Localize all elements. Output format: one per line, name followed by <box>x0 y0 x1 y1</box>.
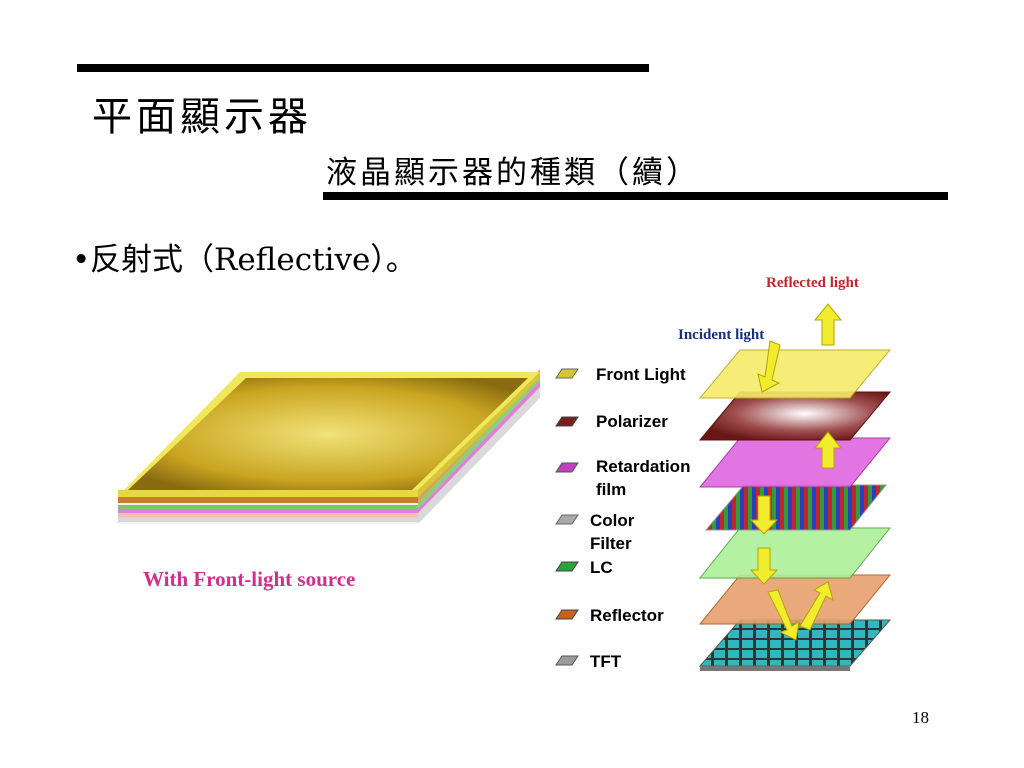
legend-polarizer: Polarizer <box>596 412 668 431</box>
front-light-caption: With Front-light source <box>143 567 355 591</box>
legend-lc: LC <box>590 558 613 577</box>
exploded-layer-stack <box>698 349 892 671</box>
top-rule <box>77 64 649 72</box>
slide-title: 平面顯示器 <box>92 94 312 140</box>
bullet-text: 反射式（Reflective）。 <box>90 242 417 278</box>
legend-icons <box>555 368 579 666</box>
reflected-light-label: Reflected light <box>766 275 859 291</box>
reflective-lcd-figure: With Front-light source Front Light Pola… <box>116 275 892 671</box>
legend-retardation-line1: Retardation <box>596 457 690 476</box>
legend-reflector: Reflector <box>590 606 664 625</box>
legend-color-filter-line2: Filter <box>590 534 632 553</box>
bullet-item: •反射式（Reflective）。 <box>72 234 417 279</box>
legend-front-light: Front Light <box>596 365 686 384</box>
front-light-panel-illustration <box>116 369 542 524</box>
bullet-dot-icon: • <box>72 242 91 278</box>
slide-subtitle: 液晶顯示器的種類（續） <box>326 155 700 191</box>
subtitle-rule <box>323 192 948 200</box>
legend-color-filter-line1: Color <box>590 511 635 530</box>
legend-tft: TFT <box>590 652 622 671</box>
page-number: 18 <box>912 708 929 727</box>
legend-retardation-line2: film <box>596 480 626 499</box>
light-path-arrows <box>749 303 843 641</box>
incident-light-label: Incident light <box>678 327 764 343</box>
